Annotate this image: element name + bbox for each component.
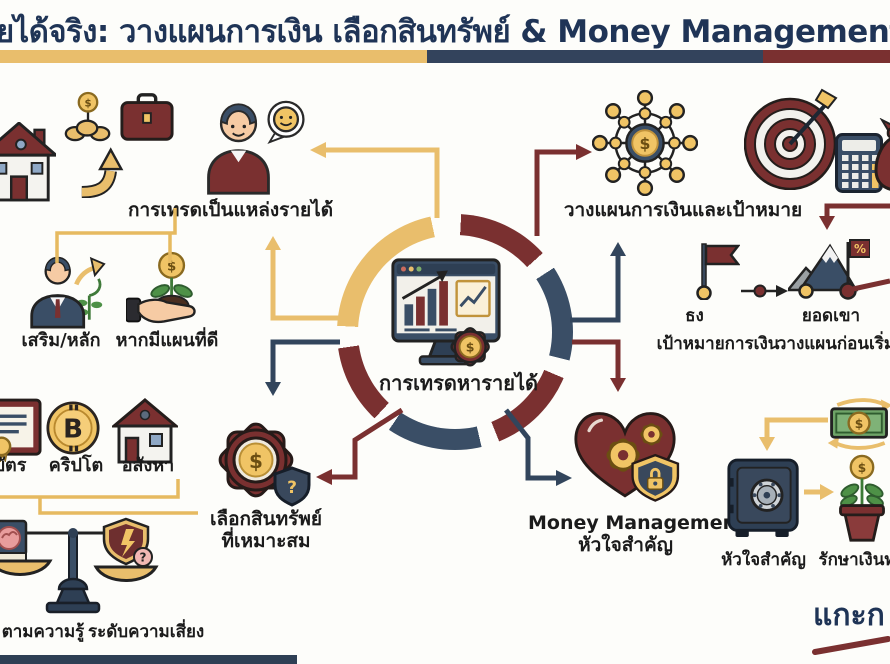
top-right-title: วางแผนการเงินและเป้าหมาย <box>563 199 803 221</box>
hand-plant-coin-icon: $ <box>125 250 202 336</box>
label-financial-goal: เป้าหมายการเงิน <box>656 334 780 354</box>
arrow-navy-left-down <box>270 339 340 384</box>
capital-plant-icon: $ <box>833 452 890 550</box>
header-bar-gold <box>0 50 427 63</box>
label-supplement-main: เสริม/หลัก <box>21 330 101 351</box>
milestone-connector <box>741 284 788 298</box>
bitcoin-icon: B <box>46 400 100 460</box>
target-icon <box>743 86 840 194</box>
label-peak: ยอดเขา <box>801 306 861 326</box>
money-management-line1: Money Management <box>528 512 746 534</box>
label-flag: ธง <box>685 306 704 326</box>
dollar-glyph: $ <box>640 134 651 153</box>
trading-monitor-icon: $ <box>386 256 506 374</box>
top-left-title: การเทรดเป็นแหล่งรายได้ <box>128 199 334 221</box>
arrow-red-right-down <box>572 339 621 380</box>
arrow-yellow-to-safe <box>764 417 828 439</box>
calculator-icon <box>835 133 883 197</box>
money-bag-icon <box>874 117 890 196</box>
label-plan-before-start: วางแผนก่อนเริ่ม <box>776 334 890 354</box>
header-bar-navy <box>427 50 763 63</box>
businessman-icon <box>28 248 106 336</box>
money-management-title: Money Management หัวใจสำคัญ <box>528 512 746 557</box>
arrow-red-right-column <box>824 203 890 218</box>
certificate-icon <box>0 398 42 466</box>
dollar-gear-icon: $ <box>450 327 490 367</box>
asset-gear-shield-icon: $ ? <box>208 410 312 516</box>
dollar-glyph: $ <box>858 461 866 475</box>
choose-asset-title: เลือกสินทรัพย์ ที่เหมาะสม <box>186 508 346 553</box>
brand-signature: แกะก <box>813 598 885 633</box>
brand-swoosh <box>812 634 890 660</box>
dollar-glyph: $ <box>167 260 176 275</box>
label-good-plan: หากมีแผนที่ดี <box>115 330 219 351</box>
label-risk-level: ระดับความเสี่ยง <box>88 622 205 642</box>
arrow-red-top-right <box>534 149 578 236</box>
dollar-glyph: $ <box>84 98 91 109</box>
network-money-icon: $ <box>591 89 699 200</box>
trader-person-icon <box>196 85 281 201</box>
question-glyph: ? <box>140 551 147 565</box>
percent-glyph: % <box>854 242 866 256</box>
smiley-bubble-icon <box>264 100 308 148</box>
choose-asset-line2: ที่เหมาะสม <box>221 530 311 553</box>
page-title: ยได้จริง: วางแผนการเงิน เลือกสินทรัพย์ &… <box>0 14 890 50</box>
house-icon <box>0 121 60 206</box>
money-heart-icon <box>564 406 686 514</box>
label-bonds: บัตร <box>0 455 27 476</box>
label-real-estate: อสังหา <box>121 455 175 476</box>
dollar-glyph: $ <box>855 417 864 431</box>
label-safe-key: หัวใจสำคัญ <box>721 550 806 570</box>
question-glyph: ? <box>287 478 297 498</box>
mountain-peak-icon: % <box>785 238 871 304</box>
label-crypto: คริปโต <box>48 455 104 476</box>
center-label: การเทรดหารายได้ <box>379 371 538 395</box>
balance-scale-icon: ? <box>0 505 165 621</box>
arrow-yellow-left-up <box>270 248 340 321</box>
dollar-glyph: $ <box>466 340 475 355</box>
money-management-line2: หัวใจสำคัญ <box>578 534 673 557</box>
label-by-knowledge: ตามความรู้ <box>1 622 85 642</box>
bottom-accent-bar <box>0 655 297 664</box>
money-growth-icon: $ <box>64 90 112 148</box>
real-estate-house-icon <box>109 398 181 468</box>
safe-icon <box>726 456 802 546</box>
rising-arrow-icon <box>74 144 132 202</box>
goal-flag-icon <box>694 240 741 304</box>
arrow-yellow-top <box>324 147 440 218</box>
money-cycle-icon: $ <box>824 398 890 454</box>
dollar-glyph: $ <box>249 449 263 473</box>
header-bar-maroon <box>763 50 890 63</box>
label-preserve-capital: รักษาเงินทุ <box>818 550 890 570</box>
choose-asset-line1: เลือกสินทรัพย์ <box>209 508 323 530</box>
briefcase-icon <box>119 92 175 148</box>
bitcoin-glyph: B <box>63 414 83 444</box>
arrow-navy-right-up <box>570 254 621 323</box>
